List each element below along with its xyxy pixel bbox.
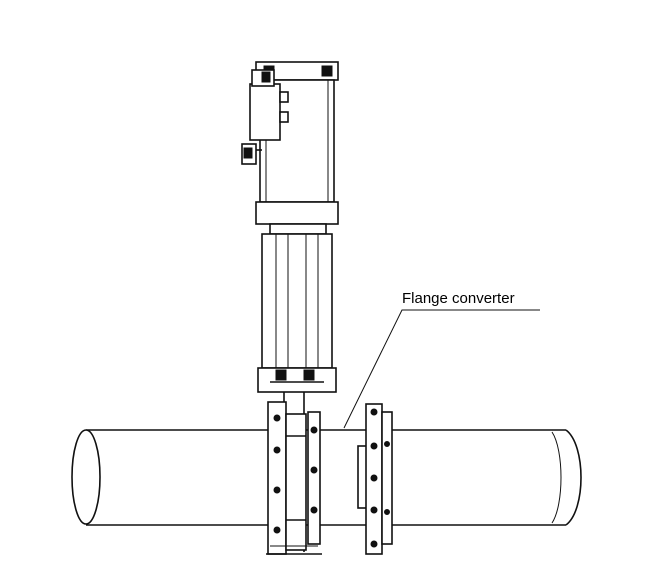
yoke-bracket (257, 223, 337, 393)
flange-converter-label: Flange converter (402, 290, 515, 307)
valve-body (266, 392, 322, 555)
leader-line (343, 309, 540, 429)
flange-converter (357, 403, 393, 555)
pipe (71, 429, 582, 526)
positioner-box (241, 69, 289, 165)
